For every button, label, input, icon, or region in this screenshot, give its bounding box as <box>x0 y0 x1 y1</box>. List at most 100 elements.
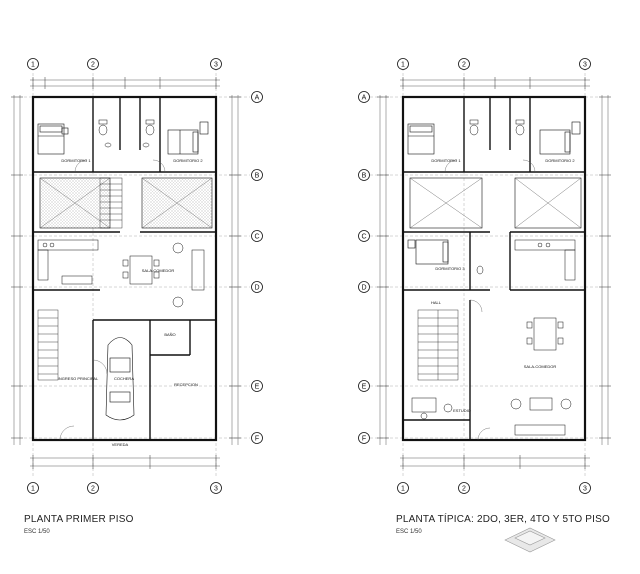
row-bubble-b: B <box>251 169 263 181</box>
column-label: 2 <box>462 62 466 69</box>
row-bubble-c: C <box>358 230 370 242</box>
column-bubble-1-bottom: 1 <box>27 482 39 494</box>
door-swings <box>59 159 166 441</box>
plan-scale: ESC 1/50 <box>24 529 50 535</box>
dining-table-icon <box>526 317 564 351</box>
row-label: B <box>255 173 260 180</box>
row-bubble-a: A <box>251 91 263 103</box>
column-label: 2 <box>91 62 95 69</box>
row-bubble-e: E <box>358 380 370 392</box>
row-bubble-d: D <box>251 281 263 293</box>
room-label: COCHERA <box>114 376 134 381</box>
column-bubble-2-top: 2 <box>87 58 99 70</box>
toilet-icon <box>98 119 155 148</box>
room-label: VEREDA <box>112 442 129 447</box>
room-label: DORMITORIO 3 <box>435 266 465 271</box>
interior-walls <box>33 97 216 440</box>
row-label: D <box>254 285 259 292</box>
room-label: HALL <box>431 300 442 305</box>
light-well-left <box>409 177 483 229</box>
row-label: A <box>255 95 260 102</box>
column-bubble-1-top: 1 <box>27 58 39 70</box>
bed-icon <box>539 121 581 155</box>
column-label: 3 <box>583 486 587 493</box>
dining-table-icon <box>122 242 205 308</box>
row-label: E <box>255 384 260 391</box>
grid-axes <box>370 68 600 478</box>
column-label: 1 <box>31 62 35 69</box>
column-bubble-1-bottom: 1 <box>397 482 409 494</box>
room-label: BAÑO <box>164 332 175 337</box>
column-label: 1 <box>31 486 35 493</box>
row-label: C <box>254 234 259 241</box>
light-well-right <box>514 177 582 229</box>
stair-icon <box>417 309 459 381</box>
bed-icon <box>37 123 69 155</box>
row-label: F <box>362 436 366 443</box>
car-icon <box>105 337 135 421</box>
house-logo-icon <box>504 527 556 553</box>
plan-title: PLANTA TÍPICA: 2DO, 3ER, 4TO Y 5TO PISO <box>396 512 610 525</box>
room-label: SALA-COMEDOR <box>142 268 175 273</box>
dimension-lines <box>379 79 609 467</box>
row-label: A <box>362 95 367 102</box>
column-bubble-2-bottom: 2 <box>87 482 99 494</box>
bed-icon <box>167 121 209 155</box>
row-bubble-a: A <box>358 91 370 103</box>
desk-icon <box>411 397 453 420</box>
column-label: 2 <box>91 486 95 493</box>
column-bubble-3-top: 3 <box>210 58 222 70</box>
column-bubble-2-bottom: 2 <box>458 482 470 494</box>
column-bubble-1-top: 1 <box>397 58 409 70</box>
plan-scale: ESC 1/50 <box>396 529 422 535</box>
sofa-icon <box>510 397 572 436</box>
room-label: DORMITORIO 1 <box>61 158 91 163</box>
bed-icon <box>407 123 435 155</box>
dimension-lines <box>13 79 239 467</box>
row-label: D <box>361 285 366 292</box>
door-swings <box>444 159 536 441</box>
column-label: 1 <box>401 62 405 69</box>
interior-walls <box>403 97 585 440</box>
bed-icon <box>407 239 449 265</box>
column-bubble-3-bottom: 3 <box>210 482 222 494</box>
dimension-ticks <box>377 77 611 469</box>
outer-wall <box>401 95 587 442</box>
row-bubble-f: F <box>251 432 263 444</box>
room-label: DORMITORIO 2 <box>173 158 203 163</box>
row-bubble-c: C <box>251 230 263 242</box>
column-label: 3 <box>583 62 587 69</box>
outer-wall <box>31 95 218 442</box>
column-label: 3 <box>214 486 218 493</box>
row-label: F <box>255 436 259 443</box>
column-bubble-3-top: 3 <box>579 58 591 70</box>
plan-first-floor: 1 2 3 1 2 3 <box>11 58 263 535</box>
column-bubble-2-top: 2 <box>458 58 470 70</box>
room-label: SALA-COMEDOR <box>524 364 557 369</box>
row-label: C <box>361 234 366 241</box>
kitchen-counter <box>514 239 576 281</box>
column-label: 3 <box>214 62 218 69</box>
dimension-ticks <box>11 77 241 469</box>
room-label: DORMITORIO 1 <box>431 158 461 163</box>
room-label: INGRESO PRINCIPAL <box>58 376 99 381</box>
toilet-icon <box>469 119 525 275</box>
row-bubble-d: D <box>358 281 370 293</box>
stair-icon <box>37 177 123 381</box>
row-label: B <box>362 173 367 180</box>
column-bubble-3-bottom: 3 <box>579 482 591 494</box>
room-label: RECEPCION <box>174 382 198 387</box>
column-label: 1 <box>401 486 405 493</box>
kitchen-counter <box>37 239 99 285</box>
room-label: ESTUDIO <box>453 408 471 413</box>
plan-typical-floor: 1 2 3 1 2 3 <box>358 58 611 553</box>
room-label: DORMITORIO 2 <box>545 158 575 163</box>
row-bubble-b: B <box>358 169 370 181</box>
plan-title: PLANTA PRIMER PISO <box>24 514 134 525</box>
row-bubble-f: F <box>358 432 370 444</box>
column-label: 2 <box>462 486 466 493</box>
row-bubble-e: E <box>251 380 263 392</box>
row-label: E <box>362 384 367 391</box>
